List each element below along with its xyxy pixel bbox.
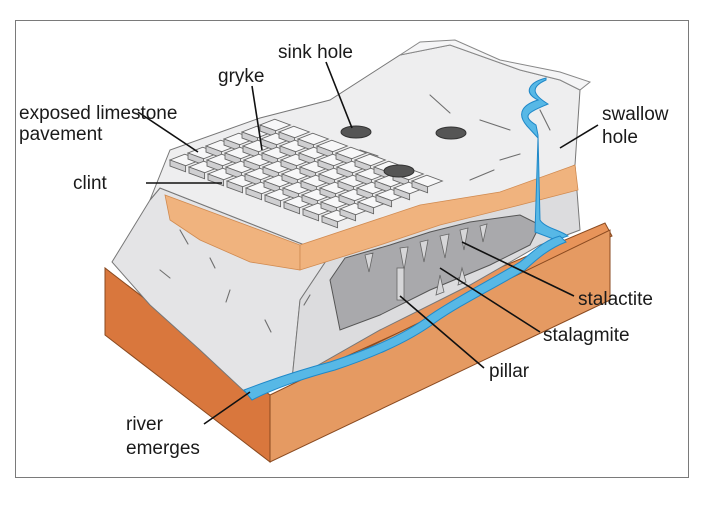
label-stalactite: stalactite: [578, 289, 653, 310]
leader-stalactite: [461, 241, 575, 297]
label-clint: clint: [73, 173, 108, 194]
stalactites: [364, 223, 488, 273]
gryke-gap: [283, 201, 301, 215]
label-pavement-2: pavement: [19, 124, 103, 145]
rock-cracks: [159, 94, 551, 333]
gryke-gap: [375, 194, 393, 208]
leader-pavement: [137, 111, 199, 153]
leader-gryke: [251, 85, 263, 151]
sink-hole-2: [435, 126, 467, 140]
surface-stream: [521, 77, 570, 241]
gryke-gap: [245, 187, 263, 201]
label-river-2: emerges: [126, 438, 200, 459]
leader-lines: [137, 61, 599, 425]
leader-stalagmite: [439, 267, 541, 333]
gryke-gap: [188, 166, 206, 180]
leader-river: [203, 391, 251, 425]
leader-swallow-hole: [559, 124, 599, 149]
label-swallow-2: hole: [602, 127, 638, 148]
label-swallow-1: swallow: [602, 104, 669, 125]
gryke-gap: [393, 187, 411, 201]
label-pavement-1: exposed limestone: [19, 103, 177, 124]
gryke-gap: [357, 201, 375, 215]
gryke-gap: [169, 159, 187, 173]
limestone-pavement: [168, 118, 444, 229]
sink-hole-3: [383, 164, 415, 178]
sink-hole-1: [340, 125, 372, 139]
water: [243, 77, 570, 401]
leader-pillar: [399, 295, 485, 369]
label-sink-hole: sink hole: [278, 42, 353, 63]
underground-river: [243, 235, 567, 401]
sink-holes: [340, 125, 467, 178]
gryke-gap: [321, 215, 339, 229]
labels: sink hole gryke exposed limestone paveme…: [19, 42, 669, 459]
leader-sink-hole: [325, 61, 353, 129]
gryke-gap: [411, 180, 429, 194]
label-stalagmite: stalagmite: [543, 325, 630, 346]
gryke-gap: [226, 180, 244, 194]
label-gryke: gryke: [218, 66, 264, 87]
pillar-column: [396, 267, 405, 301]
sediment-band-right: [299, 164, 579, 271]
label-pillar: pillar: [489, 361, 530, 382]
gryke-gap: [264, 194, 282, 208]
gryke-gap: [339, 208, 357, 222]
gryke-gap: [302, 208, 320, 222]
back-ridge: [399, 39, 592, 91]
label-river-1: river: [126, 414, 164, 435]
